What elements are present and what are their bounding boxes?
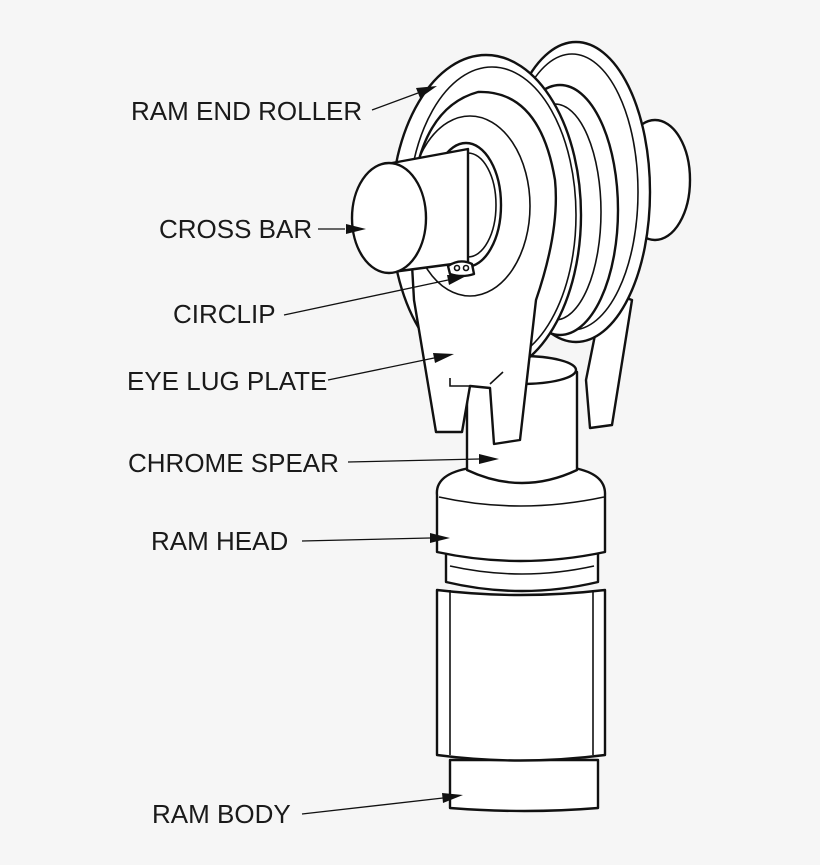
cross-bar: [350, 141, 503, 275]
label-eye-lug-plate: EYE LUG PLATE: [127, 366, 328, 396]
leader-lines: [283, 86, 499, 815]
ram-head: [435, 466, 607, 593]
label-ram-end-roller: RAM END ROLLER: [131, 96, 363, 126]
label-circlip: CIRCLIP: [173, 299, 276, 329]
ram-body: [435, 588, 607, 813]
label-ram-head: RAM HEAD: [151, 526, 289, 556]
label-ram-body: RAM BODY: [152, 799, 291, 829]
label-cross-bar: CROSS BAR: [159, 214, 313, 244]
circlip: [446, 260, 476, 278]
label-chrome-spear: CHROME SPEAR: [128, 448, 339, 478]
